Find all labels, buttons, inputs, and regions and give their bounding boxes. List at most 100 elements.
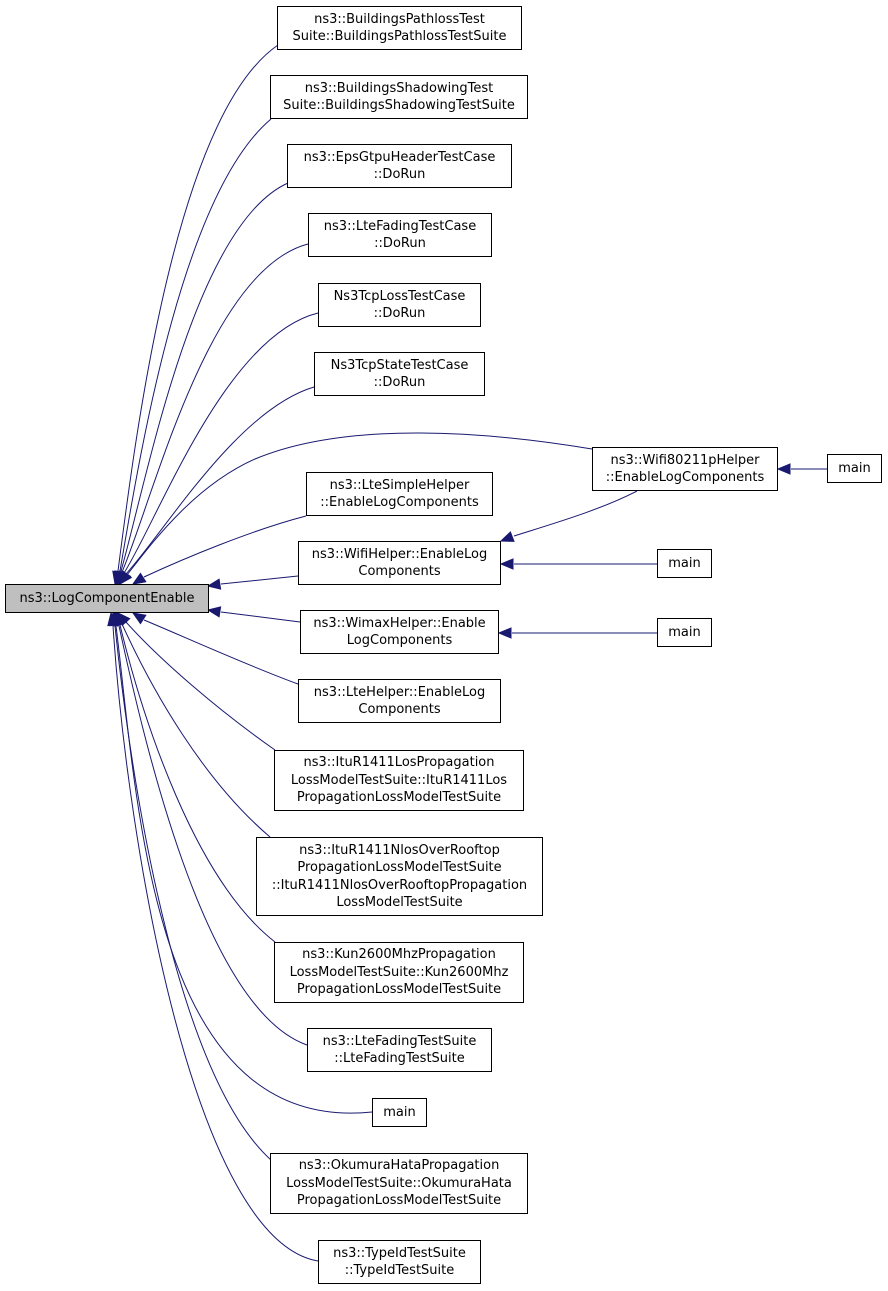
edge-line	[123, 312, 319, 574]
arrow-head-icon	[107, 611, 119, 627]
node-label-line: Ns3TcpStateTestCase	[330, 357, 469, 373]
edge-okumura-to-root	[109, 611, 272, 1161]
edge-line	[112, 625, 319, 1262]
edge-main-wifi-to-wifi-helper	[499, 558, 657, 570]
node-label-line: ns3::Wifi80211pHelper	[610, 452, 760, 468]
node-label-line: ::DoRun	[374, 236, 426, 251]
node-label-line: LossModelTestSuite::ItuR1411Los	[290, 772, 508, 788]
node-main-wifi80211p[interactable]: main	[827, 454, 882, 483]
edge-line	[119, 624, 276, 943]
node-label-line: ::EnableLogComponents	[320, 495, 479, 510]
node-eps-gtpu[interactable]: ns3::EpsGtpuHeaderTestCase::DoRun	[287, 144, 512, 188]
edge-lte-helper-to-root	[131, 612, 299, 685]
node-main-wifi[interactable]: main	[657, 549, 712, 578]
arrow-head-icon	[119, 570, 133, 586]
edge-lte-simple-to-root	[131, 515, 307, 585]
arrow-head-icon	[497, 627, 512, 639]
node-lte-fading-case[interactable]: ns3::LteFadingTestCase::DoRun	[308, 213, 492, 257]
node-label-line: LossModelTestSuite	[336, 895, 463, 910]
edge-wifi-helper-to-root	[206, 575, 299, 590]
node-main-direct[interactable]: main	[372, 1098, 427, 1127]
edge-main-wifi80211p-to-wifi80211p	[776, 463, 827, 475]
node-label-line: ns3::ItuR1411NlosOverRooftop	[299, 842, 500, 858]
node-label-line: Suite::BuildingsPathlossTestSuite	[292, 29, 507, 44]
edge-main-wimax-to-wimax-helper	[497, 627, 657, 639]
node-typeid[interactable]: ns3::TypeIdTestSuite::TypeIdTestSuite	[318, 1240, 481, 1284]
edge-tcp-loss-to-root	[118, 312, 319, 586]
node-label-line: Components	[358, 564, 441, 579]
node-label-line: LogComponents	[346, 633, 453, 648]
node-lte-fading-suite[interactable]: ns3::LteFadingTestSuite::LteFadingTestSu…	[307, 1028, 492, 1072]
node-label-line: ::LteFadingTestSuite	[334, 1051, 465, 1066]
node-label-line: ns3::LteFadingTestCase	[323, 218, 477, 234]
node-label-line: main	[668, 555, 701, 571]
edge-line	[125, 386, 315, 575]
edge-line	[143, 515, 307, 578]
edge-wifi80211p-to-wifi-helper	[499, 490, 638, 542]
edge-line	[119, 118, 272, 572]
node-label-line: PropagationLossModelTestSuite	[296, 790, 502, 806]
edge-line	[125, 621, 276, 751]
node-label-line: ns3::LogComponentEnable	[19, 590, 195, 606]
node-main-wimax[interactable]: main	[657, 618, 712, 647]
node-tcp-state[interactable]: Ns3TcpStateTestCase::DoRun	[314, 352, 485, 396]
arrow-head-icon	[499, 531, 515, 542]
node-label-line: ::EnableLogComponents	[605, 470, 765, 485]
arrow-head-icon	[499, 558, 514, 570]
edge-line	[114, 625, 272, 1161]
edge-line	[143, 619, 299, 685]
node-label-line: ::ItuR1411NlosOverRooftopPropagation	[271, 877, 528, 893]
node-label-line: ns3::BuildingsShadowingTest	[304, 80, 494, 96]
edge-itu-los-to-root	[117, 612, 276, 751]
edge-line	[220, 611, 301, 623]
node-wifi80211p[interactable]: ns3::Wifi80211pHelper::EnableLogComponen…	[592, 447, 778, 491]
edge-itu-nlos-to-root	[116, 611, 271, 838]
node-label-line: ns3::LteSimpleHelper	[329, 477, 470, 493]
node-label-line: ns3::TypeIdTestSuite	[333, 1245, 466, 1261]
node-label-line: ns3::ItuR1411LosPropagation	[303, 755, 495, 771]
edge-line	[121, 243, 309, 573]
node-label-line: ::DoRun	[373, 306, 426, 321]
node-lte-simple[interactable]: ns3::LteSimpleHelper::EnableLogComponent…	[306, 472, 493, 516]
node-label-line: main	[838, 460, 871, 476]
node-label-line: ns3::LteHelper::EnableLog	[313, 684, 486, 700]
edge-line	[120, 182, 289, 572]
node-label-line: ns3::LteFadingTestSuite	[322, 1033, 477, 1049]
arrow-head-icon	[206, 606, 222, 618]
node-label-line: ns3::Kun2600MhzPropagation	[302, 947, 496, 963]
arrow-head-icon	[776, 463, 791, 475]
edge-typeid-to-root	[107, 611, 319, 1262]
node-label-line: ns3::BuildingsPathlossTest	[314, 11, 485, 27]
node-label-line: ns3::WifiHelper::EnableLog	[311, 546, 488, 562]
node-label-line: ns3::OkumuraHataPropagation	[298, 1158, 500, 1174]
edge-wifi80211p-to-root	[119, 432, 593, 586]
node-label-line: PropagationLossModelTestSuite	[296, 982, 502, 998]
node-label-line: ::DoRun	[373, 167, 426, 182]
node-label-line: ns3::EpsGtpuHeaderTestCase	[303, 149, 496, 165]
arrow-head-icon	[206, 578, 222, 590]
edge-line	[126, 432, 593, 576]
node-label-line: Suite::BuildingsShadowingTestSuite	[283, 98, 515, 113]
edge-line	[513, 490, 638, 537]
node-label-line: ::DoRun	[373, 375, 426, 390]
node-label-line: Components	[358, 702, 441, 717]
edge-wimax-helper-to-root	[206, 606, 301, 623]
edge-line	[117, 44, 279, 572]
node-label-line: Ns3TcpLossTestCase	[333, 288, 466, 304]
node-label-line: LossModelTestSuite::Kun2600Mhz	[289, 964, 509, 980]
node-tcp-loss[interactable]: Ns3TcpLossTestCase::DoRun	[318, 283, 481, 327]
edge-line	[118, 625, 308, 1046]
node-label-line: LossModelTestSuite::OkumuraHata	[286, 1175, 512, 1191]
edge-line	[121, 623, 271, 838]
node-label-line: PropagationLossModelTestSuite	[297, 860, 502, 875]
